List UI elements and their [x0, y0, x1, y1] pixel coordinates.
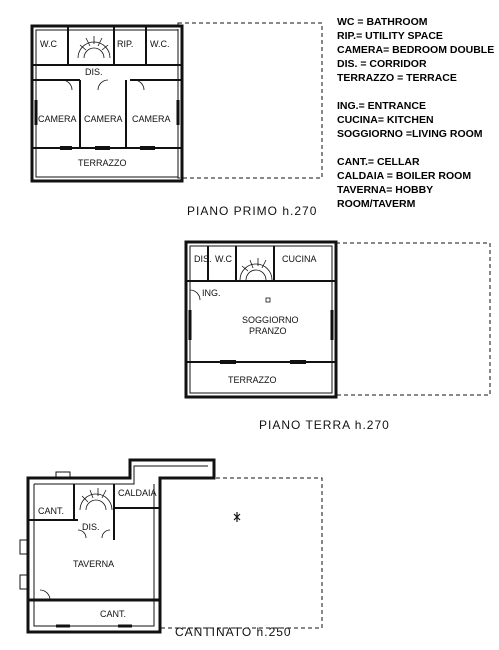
basement-plan — [19, 458, 323, 634]
room-camera-1: CAMERA — [38, 114, 77, 124]
ground-floor-outer-wall — [184, 240, 338, 399]
legend-item: RIP.= UTILITY SPACE — [337, 30, 443, 42]
room-rip: RIP. — [117, 39, 133, 49]
room-dis: DIS. — [85, 67, 103, 77]
basement-title: CANTINATO h.250 — [175, 625, 292, 639]
first-floor-labels: W.C RIP. W.C. DIS. CAMERA CAMERA CAMERA … — [38, 39, 171, 168]
ground-floor-labels: DIS. W.C CUCINA ING. SOGGIORNO PRANZO TE… — [194, 254, 317, 385]
basement-dashed-area — [159, 477, 323, 629]
room-camera-2: CAMERA — [84, 114, 123, 124]
legend-item: CANT.= CELLAR — [337, 156, 420, 168]
legend-item: CALDAIA = BOILER ROOM — [337, 170, 472, 182]
room-cant-2: CANT. — [100, 609, 126, 619]
legend-item: CAMERA= BEDROOM DOUBLE — [337, 44, 495, 56]
first-floor-title: PIANO PRIMO h.270 — [187, 204, 317, 218]
first-floor-outer-wall — [30, 24, 184, 183]
legend-item: TERRAZZO = TERRACE — [337, 72, 457, 84]
legend-item: ROOM/TAVERM — [337, 198, 416, 210]
room-wc-1: W.C — [40, 39, 57, 49]
room-caldaia: CALDAIA — [118, 488, 157, 498]
room-legend: WC = BATHROOM RIP.= UTILITY SPACE CAMERA… — [337, 15, 497, 211]
legend-item: DIS. = CORRIDOR — [337, 58, 427, 70]
ground-floor-title: PIANO TERRA h.270 — [259, 418, 390, 432]
room-dis-basement: DIS. — [82, 522, 100, 532]
legend-item: SOGGIORNO =LIVING ROOM — [337, 128, 483, 140]
room-wc-2: W.C. — [150, 39, 170, 49]
room-soggiorno: SOGGIORNO — [242, 315, 299, 325]
legend-gap — [337, 85, 497, 99]
room-cant-1: CANT. — [38, 506, 64, 516]
first-floor-dashed-area — [177, 22, 323, 179]
room-wc-ground: W.C — [215, 254, 232, 264]
legend-item: WC = BATHROOM — [337, 16, 428, 28]
ground-floor-dashed-area — [335, 242, 491, 396]
ground-floor-plan — [184, 240, 491, 399]
ground-floor-stairs — [239, 258, 273, 281]
room-camera-3: CAMERA — [132, 114, 171, 124]
room-cucina: CUCINA — [282, 254, 317, 264]
legend-item: CUCINA= KITCHEN — [337, 114, 434, 126]
first-floor-stairs — [77, 36, 111, 59]
legend-item: ING.= ENTRANCE — [337, 100, 426, 112]
room-pranzo: PRANZO — [249, 326, 287, 336]
basement-outer-wall — [26, 458, 216, 634]
room-taverna: TAVERNA — [73, 559, 114, 569]
room-terrazzo-ground: TERRAZZO — [228, 375, 277, 385]
basement-labels: CANT. DIS. CALDAIA TAVERNA CANT. — [38, 488, 157, 619]
room-terrazzo: TERRAZZO — [78, 158, 127, 168]
legend-gap — [337, 141, 497, 155]
room-ing: ING. — [202, 288, 221, 298]
first-floor-plan — [30, 22, 323, 183]
room-dis-ground: DIS. — [194, 254, 212, 264]
legend-item: TAVERNA= HOBBY — [337, 184, 434, 196]
basement-stairs — [79, 488, 113, 511]
